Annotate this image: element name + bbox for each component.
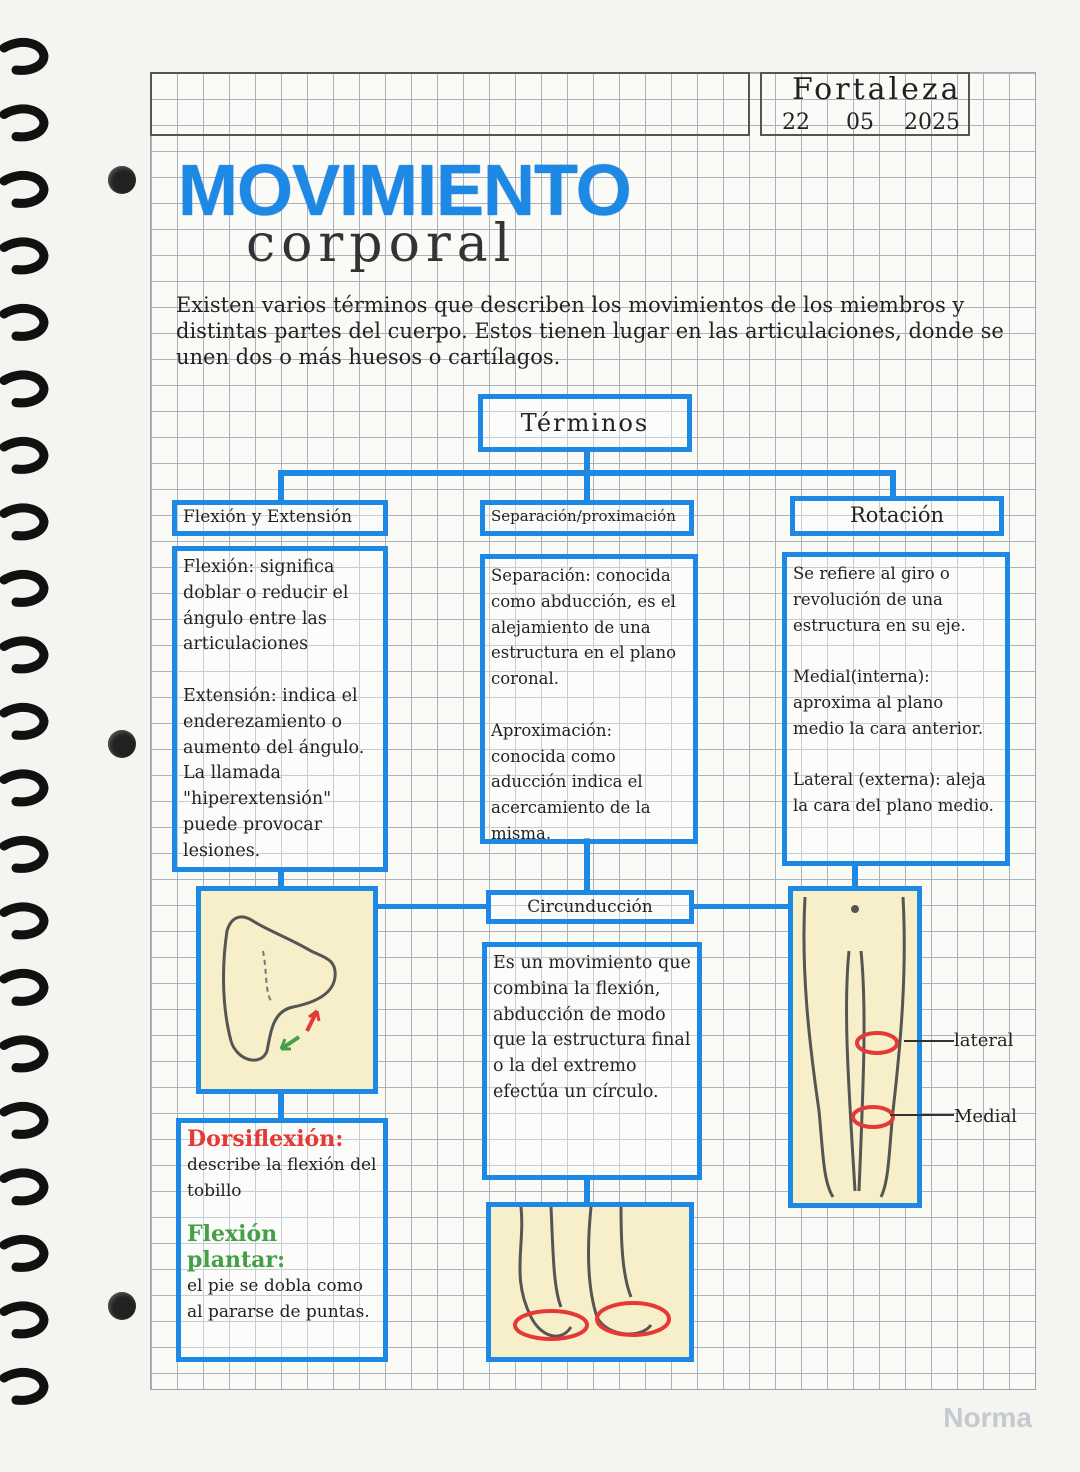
spiral-coil [0,503,49,541]
root-terms-box: Términos [478,394,692,452]
rotacion-content-box: Se refiere al giro o revolución de una e… [782,552,1010,866]
spiral-coil [0,1301,49,1339]
header-date-box [760,72,970,136]
spiral-coil [0,104,49,142]
separacion-content-box: Separación: conocida como abducción, es … [480,554,698,844]
spiral-coil [0,968,49,1006]
spiral-coil [0,237,49,275]
flexion-text: Flexión: significa doblar o reducir el á… [183,557,365,861]
spiral-coil [0,1168,49,1206]
grid-paper [150,72,1036,1390]
plantar-title: Flexión plantar: [187,1221,286,1274]
spiral-coil [0,1035,49,1073]
spiral-coil [0,702,49,740]
circunduccion-label-box: Circunducción [486,890,694,924]
rotation-legs-drawing [802,896,906,1198]
connector-line [890,470,896,500]
connector-line [376,904,486,909]
spiral-coil [0,436,49,474]
connector-line [584,452,590,478]
separacion-label-box: Separación/proximación [480,500,694,536]
connector-line [584,470,590,500]
foot-illustration [196,886,378,1094]
separacion-label: Separación/proximación [491,507,676,525]
dorsiflexion-title: Dorsiflexión: [187,1126,344,1152]
separacion-text: Separación: conocida como abducción, es … [491,566,677,843]
page-subtitle: corporal [246,214,517,274]
spiral-coil [0,636,49,674]
circunduccion-text: Es un movimiento que combina la flexión,… [493,953,691,1102]
spiral-coil [0,370,49,408]
dorsiflexion-text: describe la flexión del tobillo [187,1154,377,1201]
rotacion-label-box: Rotación [790,496,1004,536]
spiral-coil [0,1101,49,1139]
medial-tag: Medial [954,1106,1017,1127]
rotacion-label: Rotación [849,503,945,527]
flexion-label-box: Flexión y Extensión [172,500,388,536]
rotation-illustration [788,886,922,1208]
date-month: 05 [846,110,874,135]
foot-notes-box: Dorsiflexión: describe la flexión del to… [176,1118,388,1362]
page-title: MOVIMIENTO [178,151,632,231]
header-name-box [150,72,750,136]
rotacion-text: Se refiere al giro o revolución de una e… [793,564,994,816]
date-day: 22 [782,110,810,135]
medial-pointer [890,1114,954,1116]
connector-line [584,1178,590,1204]
spiral-coil [0,835,49,873]
connector-line [278,470,284,500]
spiral-coil [0,569,49,607]
circunduccion-content-box: Es un movimiento que combina la flexión,… [482,942,702,1180]
lateral-pointer [904,1040,954,1042]
spiral-coil [0,769,49,807]
connector-line [278,1090,284,1120]
circunduccion-label: Circunducción [527,897,653,917]
legs-drawing [513,1207,671,1341]
spiral-coil [0,170,49,208]
plantar-text: el pie se dobla como al pararse de punta… [187,1275,370,1322]
foot-drawing [222,915,337,1062]
place-text: Fortaleza [792,72,962,107]
spiral-coil [0,37,49,75]
punch-hole [108,1292,136,1320]
spiral-coil [0,902,49,940]
spiral-coil [0,1234,49,1272]
connector-line [584,838,590,892]
flexion-content-box: Flexión: significa doblar o reducir el á… [172,546,388,872]
connector-line [852,864,858,888]
root-label: Términos [520,409,650,437]
punch-hole [108,166,136,194]
lateral-tag: lateral [954,1030,1014,1051]
connector-line [278,868,284,890]
punch-hole [108,730,136,758]
connector-line [692,904,796,909]
intro-paragraph: Existen varios términos que describen lo… [176,293,1004,369]
flexion-label: Flexión y Extensión [183,507,353,527]
spiral-binding [0,37,49,1405]
date-year: 2025 [904,110,960,135]
spiral-coil [0,303,49,341]
spiral-coil [0,1367,49,1405]
circumduction-illustration [486,1202,694,1362]
brand-logo: Norma [943,1402,1032,1433]
